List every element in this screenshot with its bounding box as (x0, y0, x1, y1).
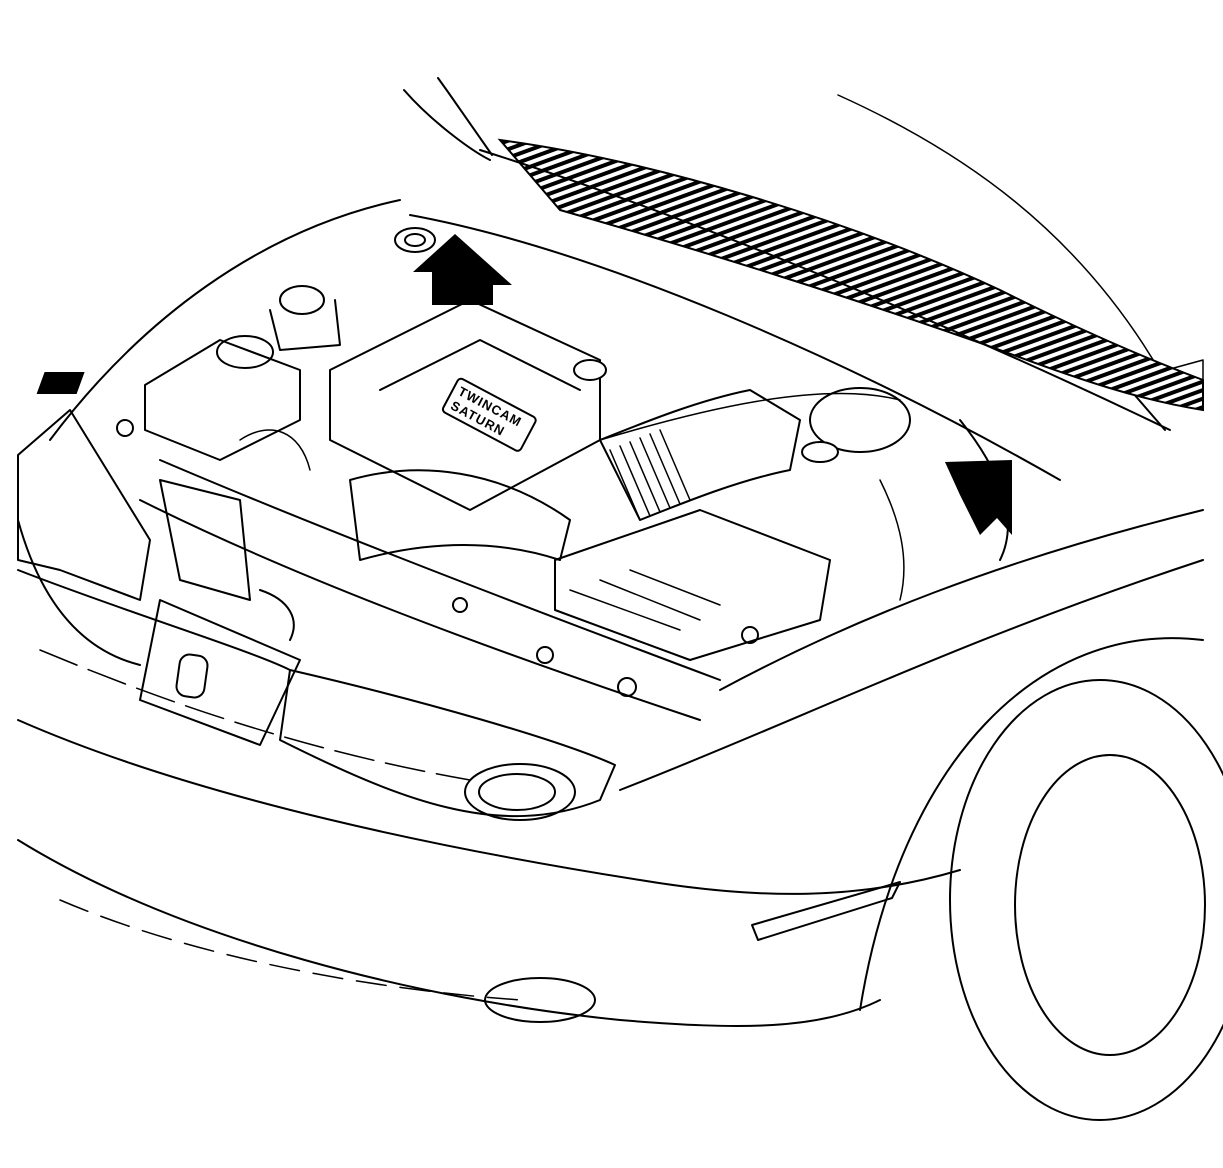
windshield-edge (837, 94, 1166, 381)
lower-lamp-recess (484, 977, 596, 1023)
front-bumper-top (17, 569, 291, 671)
up-arrow-right (945, 460, 1012, 535)
coolant-reservoir-cap (279, 285, 325, 315)
hood-left-edge (403, 89, 491, 161)
left-strut-tower (394, 227, 436, 253)
bay-left-wall (49, 199, 401, 441)
cowl-vent-panel (497, 138, 1204, 412)
bolt-3 (452, 597, 468, 613)
logo-plate (441, 377, 537, 452)
lower-grille (279, 669, 616, 818)
wiring-harness (599, 392, 901, 441)
bolt-5 (536, 646, 554, 664)
front-wheel (859, 637, 1223, 1121)
left-headlamp (17, 409, 151, 601)
intake-manifold (349, 469, 571, 561)
coolant-reservoir (269, 299, 341, 351)
bumper-crease (39, 649, 471, 781)
engine-cover-logo: TWINCAM SATURN (441, 377, 537, 452)
side-marker-grille (751, 881, 901, 941)
engine-cover-ridge (379, 339, 581, 391)
brake-booster (809, 387, 911, 453)
right-fender-line (619, 559, 1204, 791)
hood-latch (259, 589, 295, 641)
air-filter-box (554, 509, 831, 661)
washer-reservoir-cap (216, 335, 274, 369)
left-strut-cap (404, 233, 426, 247)
tire-inner (1014, 754, 1206, 1056)
battery-label (36, 372, 85, 394)
car-body (17, 94, 1204, 1027)
wheel-arch (859, 637, 1204, 1011)
hose-1 (239, 429, 311, 471)
front-bumper-bottom (17, 839, 881, 1027)
radiator-support (159, 459, 721, 681)
fog-lamp-outer (464, 763, 576, 821)
right-fender-upper (719, 509, 1204, 691)
fog-lamp-inner (478, 773, 556, 811)
oil-fill-cap (573, 359, 607, 381)
left-bumper-cap (17, 519, 141, 666)
bolt-2 (617, 677, 637, 697)
nose-badge (175, 653, 209, 699)
front-fascia (139, 599, 901, 1023)
hood-strut (437, 77, 493, 156)
cowl-edge (479, 149, 1171, 431)
hose-2 (879, 479, 905, 601)
open-hood (403, 77, 1204, 481)
air-intake-duct (599, 389, 801, 521)
air-filter-grid (569, 569, 721, 631)
nose-panel (139, 599, 301, 746)
radiator-support-lower (139, 499, 701, 721)
bolt-1 (116, 419, 134, 437)
up-arrow-left (413, 234, 512, 305)
brake-fluid-cap (801, 441, 839, 463)
tire-outer (949, 679, 1223, 1121)
battery (144, 339, 301, 461)
bolt-4 (741, 626, 759, 644)
fan-shroud (159, 479, 251, 601)
front-bumper-lower (17, 719, 961, 895)
intake-bellows (609, 429, 691, 521)
bumper-crease-lower (59, 899, 521, 1001)
